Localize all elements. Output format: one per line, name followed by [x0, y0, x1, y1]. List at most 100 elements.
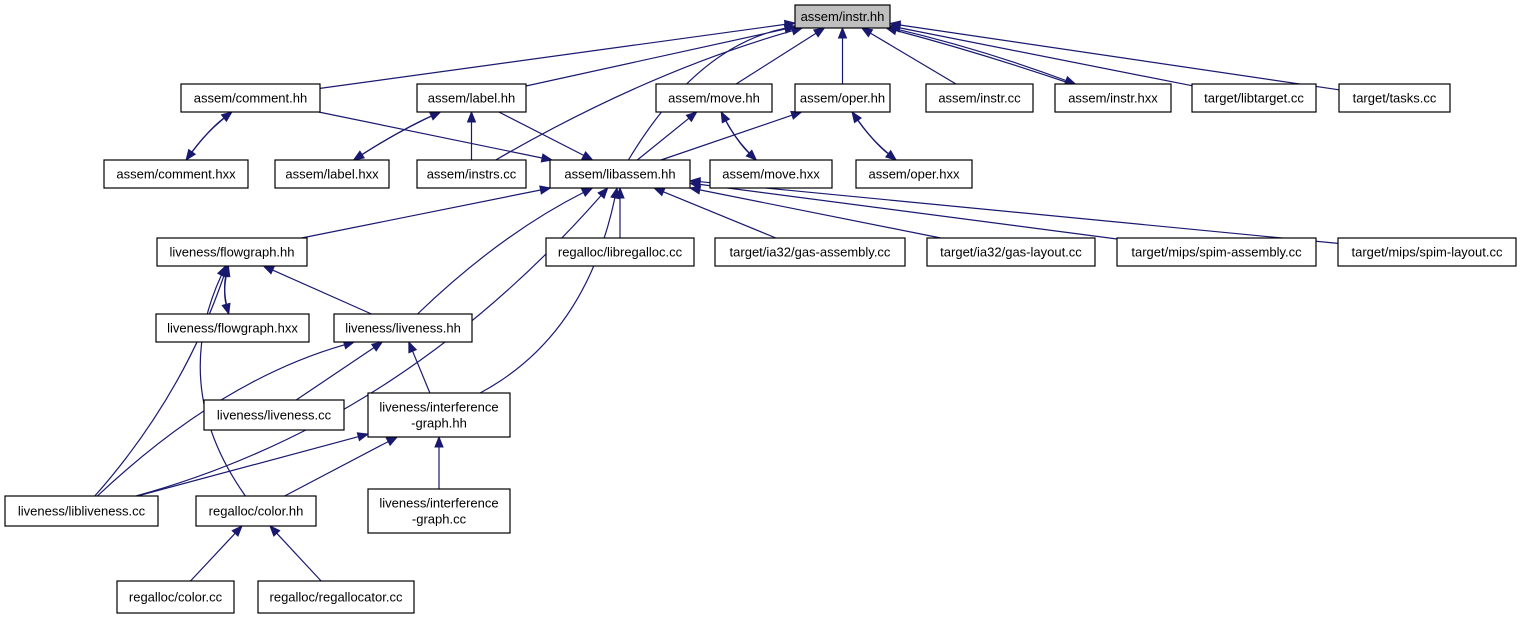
arrowhead	[434, 435, 444, 448]
arrowhead	[231, 525, 243, 537]
node-interference-hh[interactable]: liveness/interference-graph.hh	[367, 392, 511, 438]
node-oper-hxx[interactable]: assem/oper.hxx	[855, 159, 973, 189]
node-move-hxx[interactable]: assem/move.hxx	[709, 159, 833, 189]
node-label: assem/label.hxx	[285, 167, 379, 182]
node-flowgraph-hxx[interactable]: liveness/flowgraph.hxx	[155, 313, 310, 343]
node-color-cc[interactable]: regalloc/color.cc	[116, 580, 235, 614]
edge-libassem-hh-to-move-hh	[636, 117, 690, 161]
node-label: liveness/flowgraph.hh	[169, 245, 294, 260]
arrowhead	[610, 186, 620, 200]
arrowhead	[540, 153, 554, 163]
node-spim-assembly-cc[interactable]: target/mips/spim-assembly.cc	[1116, 237, 1317, 267]
node-box	[103, 159, 249, 189]
edge-regallocator-cc-to-color-hh	[276, 532, 322, 582]
node-move-hh[interactable]: assem/move.hh	[655, 83, 773, 113]
edge-color-hh-to-flowgraph-hh	[199, 274, 246, 497]
node-comment-hh[interactable]: assem/comment.hh	[180, 83, 321, 113]
edge-spim-layout-cc-to-libassem-hh	[699, 181, 1339, 244]
node-label: target/tasks.cc	[1353, 91, 1437, 106]
node-label: assem/oper.hh	[800, 91, 885, 106]
edge-liveness-cc-to-liveness-hh	[295, 347, 375, 401]
node-interference-cc[interactable]: liveness/interference-graph.cc	[367, 488, 511, 534]
node-label: assem/move.hh	[668, 91, 760, 106]
arrowhead	[837, 26, 848, 39]
node-label: target/ia32/gas-layout.cc	[940, 245, 1082, 260]
node-label: regalloc/libregalloc.cc	[558, 245, 683, 260]
edge-comment-hh-to-comment-hxx	[191, 111, 233, 153]
node-label: assem/oper.hxx	[868, 167, 960, 182]
node-regallocator-cc[interactable]: regalloc/regallocator.cc	[257, 580, 415, 614]
node-instr-cc[interactable]: assem/instr.cc	[925, 83, 1034, 113]
node-box	[1337, 237, 1517, 267]
node-box	[1116, 237, 1317, 267]
node-box	[274, 159, 390, 189]
edge-liveness-hh-to-flowgraph-hh	[272, 269, 372, 315]
node-comment-hxx[interactable]: assem/comment.hxx	[103, 159, 249, 189]
node-oper-hh[interactable]: assem/oper.hh	[794, 83, 891, 113]
edge-label-hh-to-instr-hh	[525, 28, 786, 87]
edge-interference-hh-to-liveness-hh	[412, 350, 431, 394]
arrowhead	[581, 151, 594, 161]
arrowhead	[356, 432, 370, 442]
edge-label-hh-to-label-hxx	[361, 111, 441, 156]
node-label-hxx[interactable]: assem/label.hxx	[274, 159, 390, 189]
arrowhead	[652, 187, 666, 197]
arrowhead	[269, 525, 281, 537]
node-label: assem/move.hxx	[722, 167, 820, 182]
edge-liveness-hh-to-libassem-hh	[417, 191, 584, 315]
node-box	[257, 580, 415, 614]
arrowhead	[888, 20, 902, 30]
edge-libtarget-cc-to-instr-hh	[899, 27, 1193, 87]
edge-instr-hh-to-instr-hxx	[889, 27, 1067, 82]
node-instr-hh[interactable]: assem/instr.hh	[794, 4, 891, 29]
node-box	[549, 159, 691, 189]
node-box	[156, 237, 308, 267]
node-box	[203, 399, 345, 431]
node-gas-layout-cc[interactable]: target/ia32/gas-layout.cc	[926, 237, 1096, 267]
edge-instr-cc-to-instr-hh	[870, 32, 957, 85]
node-box	[367, 488, 511, 534]
arrowhead	[783, 23, 797, 33]
node-flowgraph-hh[interactable]: liveness/flowgraph.hh	[156, 237, 308, 267]
node-box	[545, 237, 695, 267]
node-label: target/libtarget.cc	[1204, 91, 1304, 106]
node-label: assem/comment.hh	[194, 91, 307, 106]
node-label: assem/instr.hxx	[1068, 91, 1158, 106]
node-label: regalloc/color.hh	[209, 504, 304, 519]
edge-libliveness-cc-to-flowgraph-hh	[94, 275, 225, 497]
node-label: assem/libassem.hh	[564, 167, 675, 182]
edge-label-hh-to-libassem-hh	[498, 111, 584, 156]
edge-instr-hxx-to-instr-hh	[895, 29, 1073, 85]
node-color-hh[interactable]: regalloc/color.hh	[195, 495, 317, 527]
edge-interference-hh-to-libassem-hh	[479, 197, 616, 394]
node-spim-layout-cc[interactable]: target/mips/spim-layout.cc	[1337, 237, 1517, 267]
node-gas-assembly-cc[interactable]: target/ia32/gas-assembly.cc	[714, 237, 906, 267]
node-instrs-cc[interactable]: assem/instrs.cc	[416, 159, 527, 189]
node-libtarget-cc[interactable]: target/libtarget.cc	[1191, 83, 1317, 113]
node-box	[794, 4, 891, 29]
node-box	[794, 83, 891, 113]
node-libassem-hh[interactable]: assem/libassem.hh	[549, 159, 691, 189]
edge-color-cc-to-color-hh	[190, 532, 236, 582]
node-label: liveness/liveness.hh	[345, 321, 461, 336]
arrowhead	[408, 340, 418, 354]
edge-comment-hh-to-libassem-hh	[318, 111, 543, 159]
arrowhead	[720, 110, 731, 124]
arrowhead	[580, 187, 594, 197]
node-liveness-hh[interactable]: liveness/liveness.hh	[333, 313, 473, 343]
node-box	[333, 313, 473, 343]
node-label: liveness/interference	[379, 400, 498, 415]
node-box	[155, 313, 310, 343]
node-box	[1054, 83, 1172, 113]
node-liveness-cc[interactable]: liveness/liveness.cc	[203, 399, 345, 431]
node-box	[416, 83, 527, 113]
node-label: target/mips/spim-assembly.cc	[1131, 245, 1302, 260]
node-box	[855, 159, 973, 189]
node-libliveness-cc[interactable]: liveness/libliveness.cc	[4, 495, 159, 527]
node-label-hh[interactable]: assem/label.hh	[416, 83, 527, 113]
node-libregalloc-cc[interactable]: regalloc/libregalloc.cc	[545, 237, 695, 267]
node-instr-hxx[interactable]: assem/instr.hxx	[1054, 83, 1172, 113]
node-tasks-cc[interactable]: target/tasks.cc	[1338, 83, 1451, 113]
edge-libliveness-cc-to-interference-hh	[137, 436, 359, 497]
edge-color-hh-to-interference-hh	[284, 441, 389, 497]
